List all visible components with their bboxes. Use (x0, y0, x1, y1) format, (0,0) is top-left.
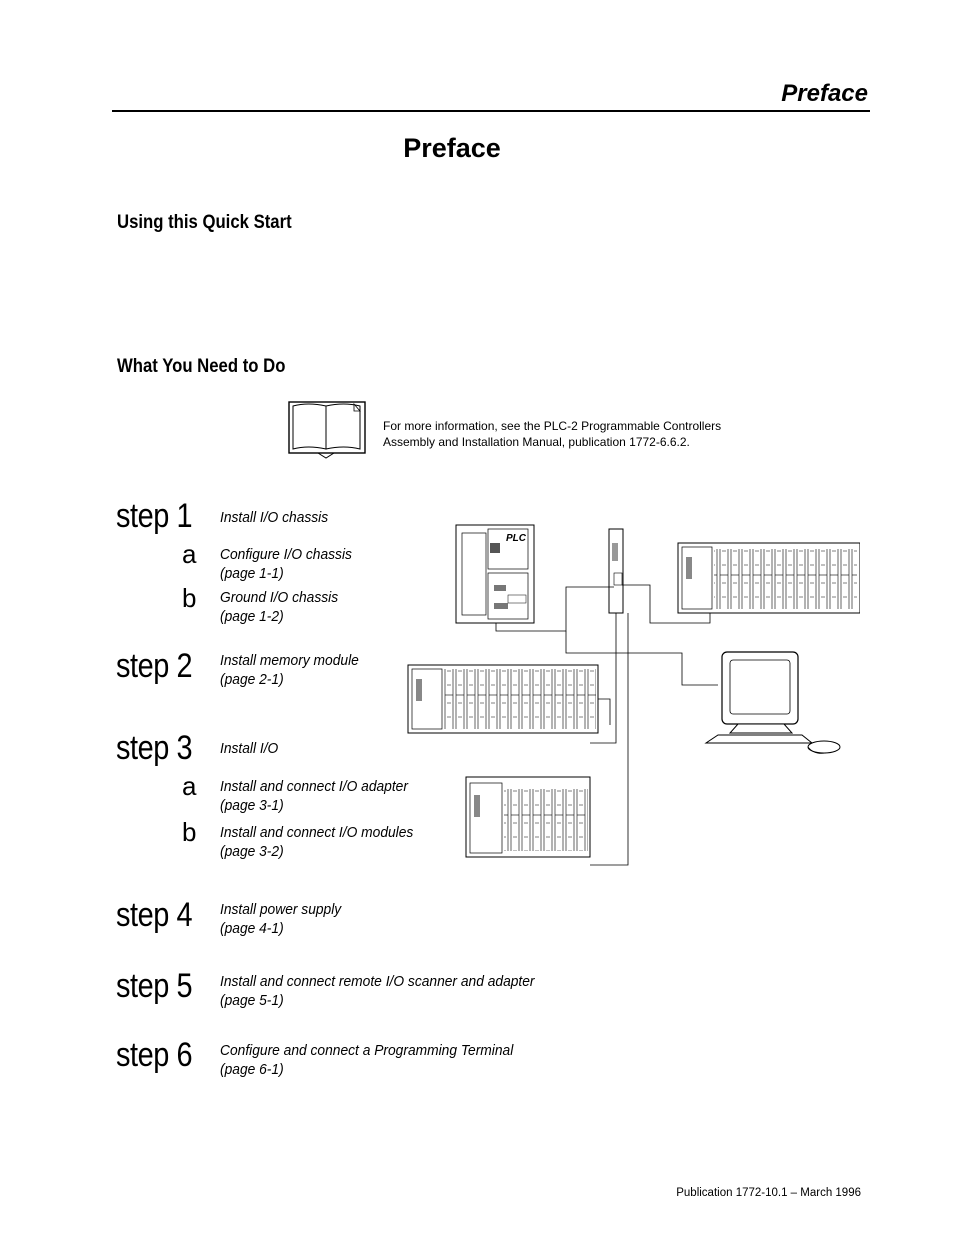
system-diagram: PLC (407, 524, 860, 866)
running-head: Preface (781, 80, 868, 107)
step-3b-label: b (182, 817, 197, 847)
step-1b-text: Ground I/O chassis (page 1-2) (220, 589, 339, 625)
step-3b-text: Install and connect I/O modules (page 3-… (220, 824, 414, 860)
step-3-label: step 3 (116, 729, 193, 767)
plc-label: PLC (506, 533, 527, 544)
remote-io-adapter (608, 528, 624, 614)
step-1-text: Install I/O chassis (220, 509, 329, 526)
io-chassis-upper (677, 542, 860, 614)
reference-note-line2: Assembly and Installation Manual, public… (383, 435, 690, 449)
step-3a-text: Install and connect I/O adapter (page 3-… (220, 778, 408, 814)
programming-terminal-icon (704, 651, 841, 754)
page-title: Preface (403, 133, 501, 163)
io-chassis-lower (465, 776, 591, 858)
step-3a-label: a (182, 771, 197, 801)
step-5-text: Install and connect remote I/O scanner a… (220, 973, 535, 1009)
io-chassis-middle (407, 664, 599, 734)
header-rule (112, 110, 870, 112)
step-1-label: step 1 (116, 497, 193, 535)
step-1a-text: Configure I/O chassis (page 1-1) (220, 546, 352, 582)
step-1b-label: b (182, 583, 197, 613)
plc-processor: PLC (455, 524, 535, 624)
step-2-label: step 2 (116, 647, 193, 685)
section-heading-what: What You Need to Do (117, 356, 286, 377)
step-2-text: Install memory module (page 2-1) (220, 652, 359, 688)
reference-note-line1: For more information, see the PLC-2 Prog… (383, 419, 722, 433)
step-4-text: Install power supply (page 4-1) (220, 901, 342, 937)
step-5-label: step 5 (116, 967, 193, 1005)
step-6-label: step 6 (116, 1036, 193, 1074)
step-6-text: Configure and connect a Programming Term… (220, 1042, 514, 1078)
reference-note: For more information, see the PLC-2 Prog… (383, 418, 721, 450)
step-4-label: step 4 (116, 896, 193, 934)
step-1a-label: a (182, 539, 197, 569)
book-icon (288, 401, 366, 459)
cables (495, 584, 718, 866)
section-heading-using: Using this Quick Start (117, 212, 292, 233)
publication-footer: Publication 1772-10.1 – March 1996 (676, 1187, 861, 1199)
step-3-text: Install I/O (220, 740, 279, 757)
